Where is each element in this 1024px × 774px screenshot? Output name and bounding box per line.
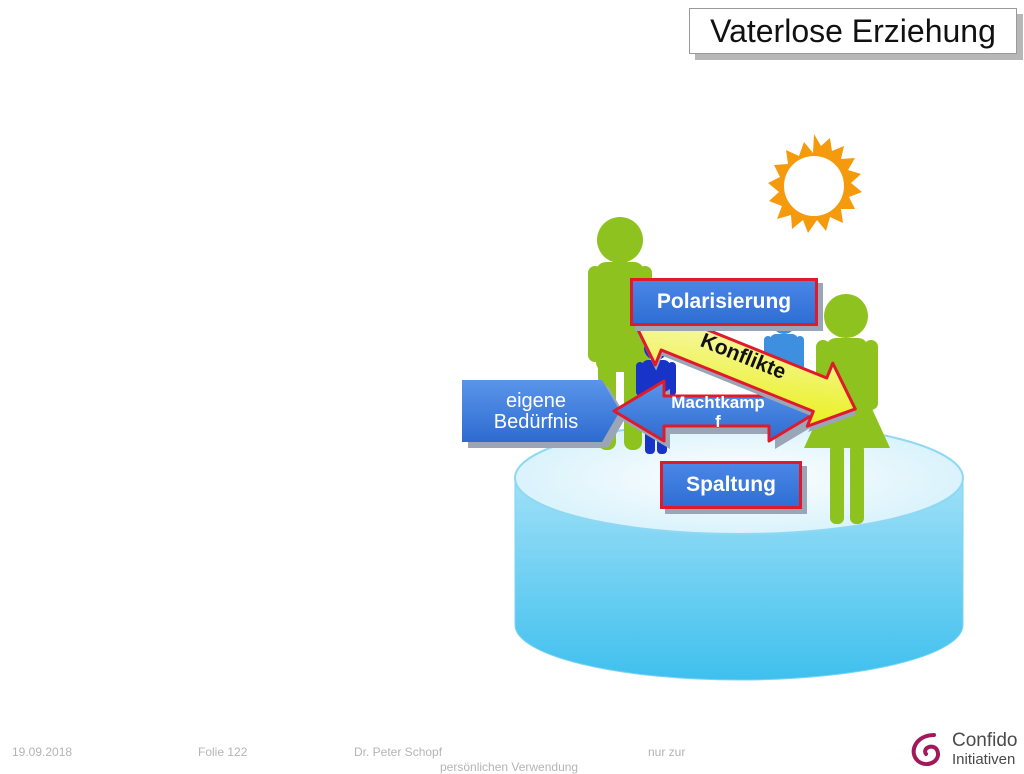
polarization-box: Polarisierung [630, 278, 818, 326]
split-box: Spaltung [660, 461, 802, 509]
logo-name-line1: Confido [952, 730, 1018, 751]
sun-icon [768, 134, 862, 233]
polarization-label: Polarisierung [656, 290, 792, 313]
needs-label: eigene Bedürfnis [462, 384, 610, 440]
needs-box [462, 380, 620, 442]
needs-label-line2: Bedürfnis [493, 411, 579, 433]
power-struggle-label: Machtkamp f [648, 388, 788, 436]
footer-slide-number: Folie 122 [198, 745, 248, 759]
footer-notice: nur zur [648, 745, 686, 759]
power-struggle-line2: f [715, 412, 721, 431]
footer-notice-cut: persönlichen Verwendung [440, 760, 579, 774]
split-label: Spaltung [686, 473, 776, 496]
footer-author: Dr. Peter Schopf [354, 745, 443, 759]
needs-label-line1: eigene [505, 390, 567, 412]
slide-title: Vaterlose Erziehung [689, 8, 1017, 54]
logo-name-line2: Initiativen [952, 751, 1016, 768]
confido-logo-icon [911, 733, 941, 767]
footer-date: 19.09.2018 [12, 745, 73, 759]
power-struggle-line1: Machtkamp [671, 393, 765, 412]
confido-logo-text: Confido Initiativen [952, 731, 1018, 769]
